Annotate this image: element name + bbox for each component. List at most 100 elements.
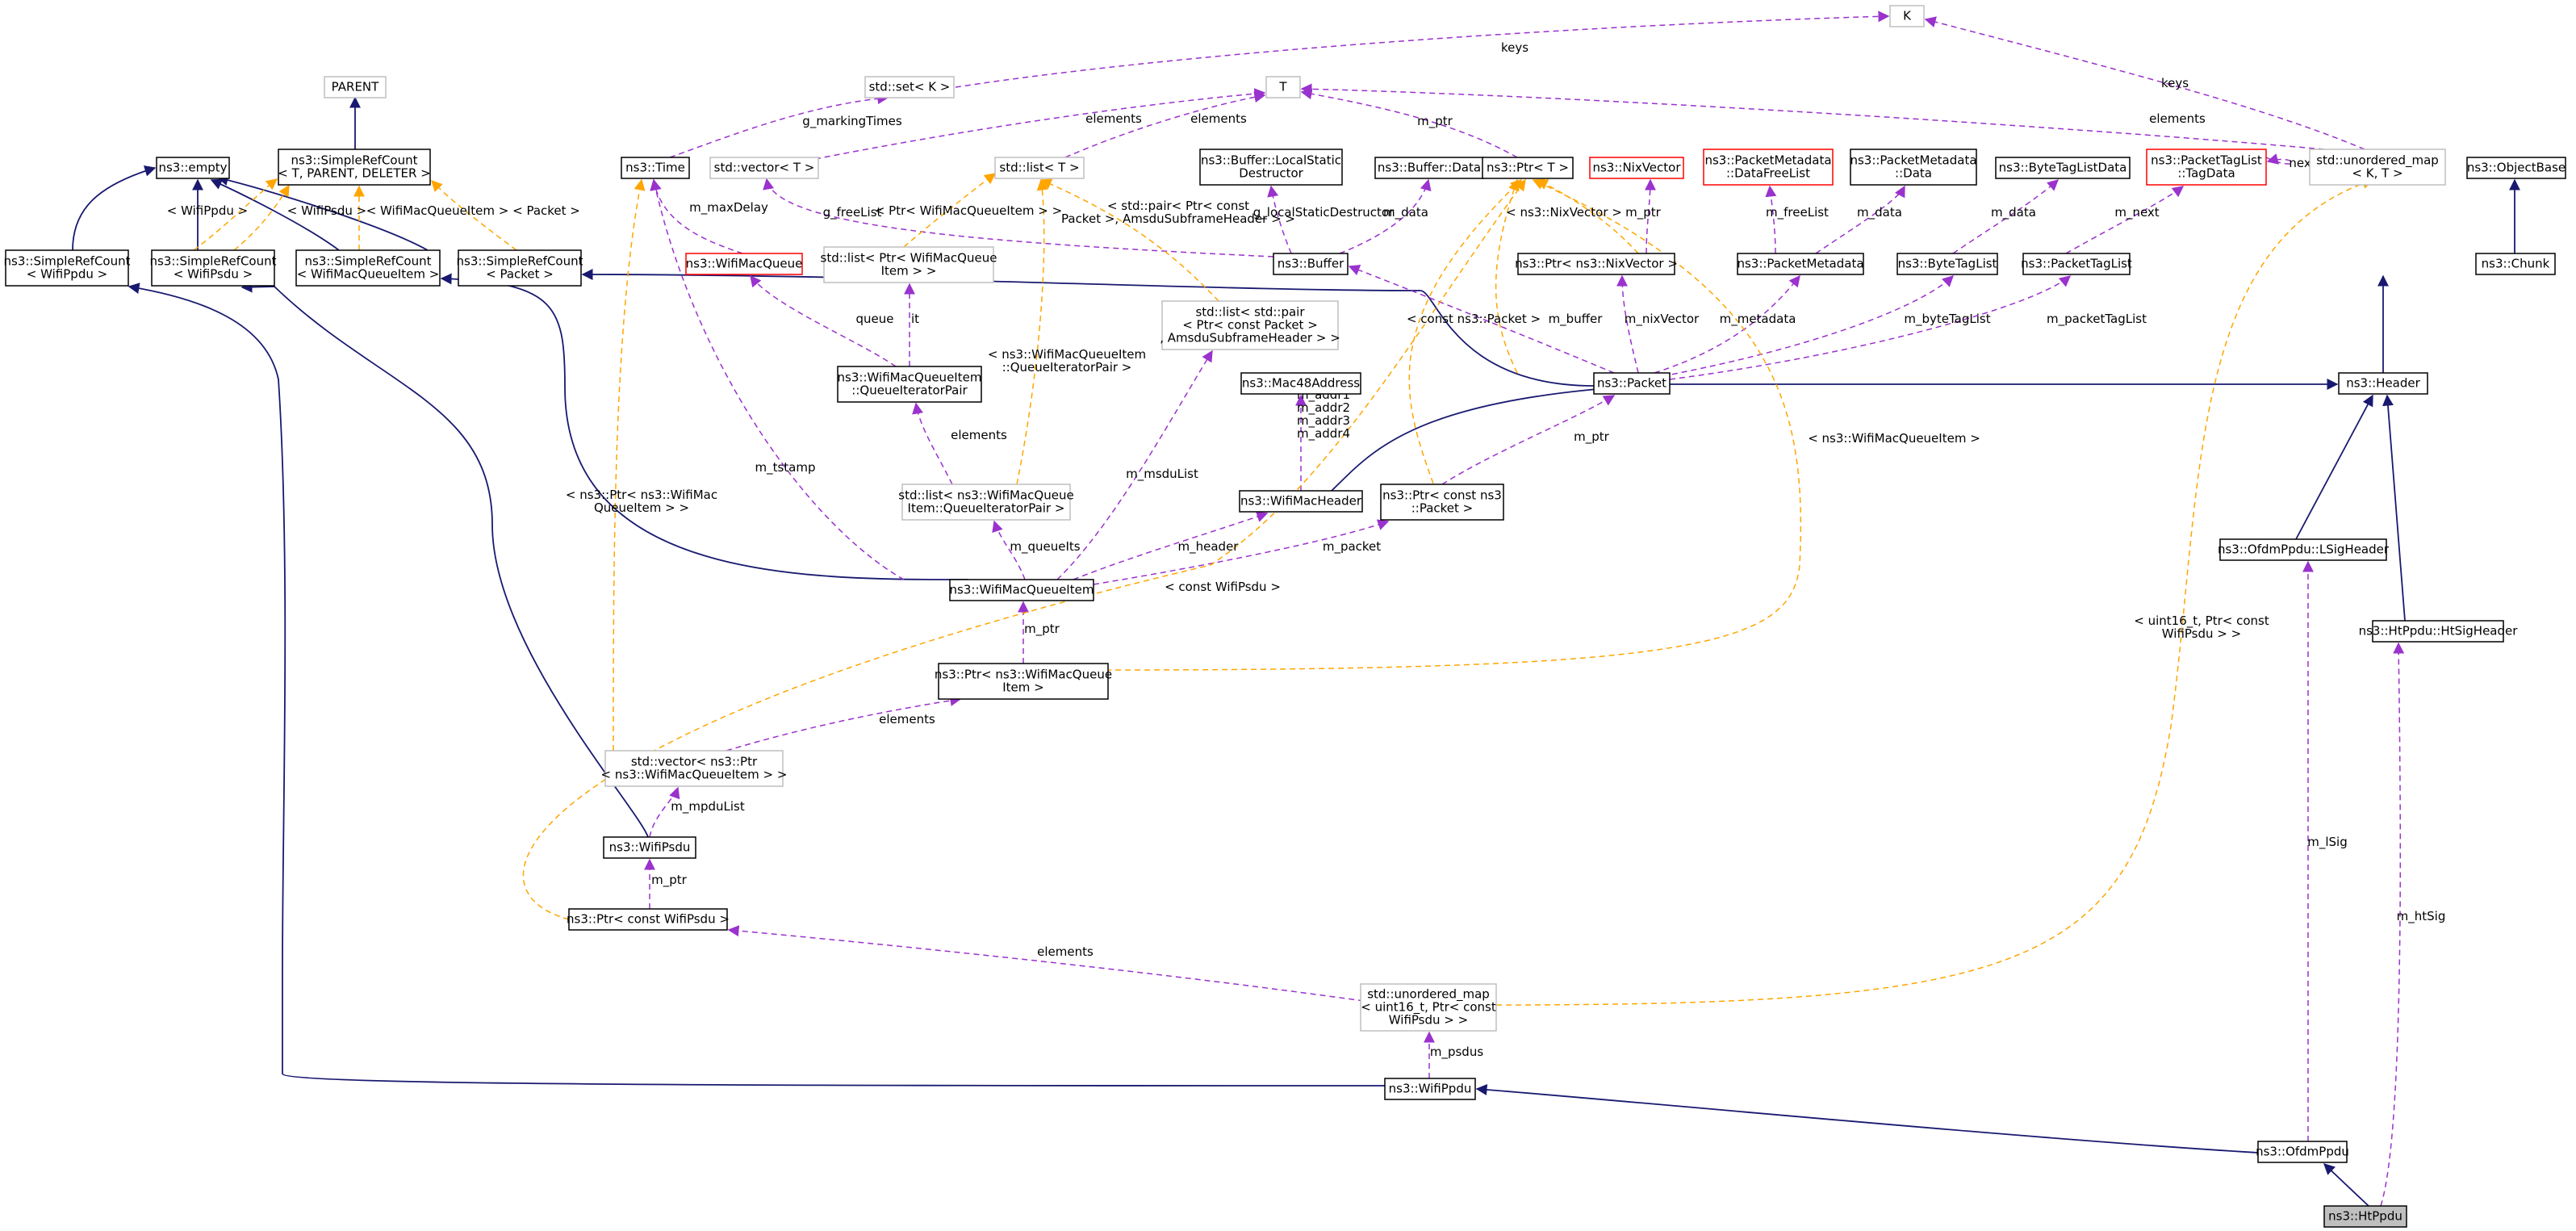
- class-node-htsig[interactable]: ns3::HtPpdu::HtSigHeader: [2359, 620, 2519, 643]
- class-node-std-set-k[interactable]: std::set< K >: [864, 76, 955, 98]
- class-node-nixvector[interactable]: ns3::NixVector: [1589, 157, 1684, 179]
- edges-layer: [72, 10, 2520, 1207]
- class-node-chunk[interactable]: ns3::Chunk: [2475, 253, 2556, 275]
- class-node-ptr-nixvector[interactable]: ns3::Ptr< ns3::NixVector >: [1515, 253, 1678, 275]
- edge-label-elements-vector: elements: [1085, 111, 1142, 126]
- class-node-buffer[interactable]: ns3::Buffer: [1273, 253, 1349, 275]
- usage-edge-elements-vec: [726, 695, 962, 752]
- class-node-wifippdu[interactable]: ns3::WifiPpdu: [1384, 1078, 1476, 1100]
- inheritance-edge-3: [210, 178, 340, 251]
- class-node-label: ns3::HtPpdu::HtSigHeader: [2359, 624, 2519, 639]
- class-node-src-template[interactable]: ns3::SimpleRefCount< T, PARENT, DELETER …: [278, 149, 431, 186]
- inheritance-edge-12: [240, 281, 649, 838]
- class-node-box: [604, 750, 784, 787]
- class-node-label: ns3::Header: [2346, 376, 2420, 391]
- class-node-label: ns3::Time: [625, 161, 685, 175]
- class-node-label: K: [1903, 9, 1912, 23]
- class-node-packet[interactable]: ns3::Packet: [1593, 372, 1671, 395]
- class-node-src-wifippdu[interactable]: ns3::SimpleRefCount< WifiPpdu >: [4, 249, 131, 287]
- class-node-pm-dfl[interactable]: ns3::PacketMetadata::DataFreeList: [1703, 149, 1834, 186]
- class-node-label: ns3::Ptr< T >: [1487, 161, 1569, 175]
- usage-edge-m-bytetaglist: [1662, 275, 1955, 377]
- class-node-buffer-data[interactable]: ns3::Buffer::Data: [1374, 157, 1484, 179]
- class-node-wmqi[interactable]: ns3::WifiMacQueueItem: [949, 579, 1094, 601]
- edge-label-m-queueits: m_queueIts: [1010, 539, 1080, 555]
- class-node-box: [685, 253, 803, 275]
- usage-edge-m-nixvector: [1616, 274, 1639, 374]
- class-node-htppdu[interactable]: ns3::HtPpdu: [2323, 1205, 2407, 1228]
- class-node-box: [2219, 538, 2387, 561]
- class-node-box: [823, 246, 994, 283]
- class-node-mac48[interactable]: ns3::Mac48Address: [1240, 372, 1361, 395]
- class-node-ofdmppdu[interactable]: ns3::OfdmPpdu: [2256, 1141, 2349, 1163]
- class-node-label: ns3::Chunk: [2482, 257, 2550, 271]
- class-node-box: [2323, 1205, 2407, 1228]
- inheritance-edge-5: [581, 269, 1595, 387]
- class-node-label: ns3::ObjectBase: [2467, 161, 2566, 175]
- class-node-ofdm-lsig[interactable]: ns3::OfdmPpdu::LSigHeader: [2218, 538, 2390, 561]
- edge-label-wmqi-tpl2: < ns3::WifiMacQueueItem >: [1808, 431, 1980, 446]
- class-node-unordered-map-kt[interactable]: std::unordered_map< K, T >: [2309, 149, 2446, 186]
- class-node-packetmetadata[interactable]: ns3::PacketMetadata: [1737, 253, 1864, 275]
- class-node-ns3-time[interactable]: ns3::Time: [621, 157, 690, 179]
- class-node-k[interactable]: K: [1889, 5, 1925, 27]
- class-node-box: [458, 249, 582, 287]
- class-node-src-packet[interactable]: ns3::SimpleRefCount< Packet >: [457, 249, 583, 287]
- edge-label-m-ptr-nix: m_ptr: [1625, 205, 1662, 220]
- class-node-ptl-tagdata[interactable]: ns3::PacketTagList::TagData: [2146, 149, 2267, 186]
- class-node-packettaglist[interactable]: ns3::PacketTagList: [2021, 253, 2132, 275]
- class-node-ns3-empty[interactable]: ns3::empty: [156, 157, 230, 179]
- edge-label-m-ptr-packet: m_ptr: [1574, 429, 1610, 445]
- class-node-btld[interactable]: ns3::ByteTagListData: [1995, 157, 2131, 179]
- class-node-unordered-map-psdus[interactable]: std::unordered_map< uint16_t, Ptr< const…: [1360, 983, 1497, 1032]
- class-node-list-pair[interactable]: std::list< std::pair< Ptr< const Packet …: [1160, 300, 1340, 350]
- class-node-box: [2372, 620, 2504, 643]
- class-node-label: std::vector< ns3::Ptr< ns3::WifiMacQueue…: [601, 755, 788, 782]
- class-node-label: ns3::SimpleRefCount< WifiMacQueueItem >: [297, 254, 440, 282]
- class-node-std-list-t[interactable]: std::list< T >: [994, 157, 1085, 179]
- class-node-wifimacqueue[interactable]: ns3::WifiMacQueue: [685, 253, 803, 275]
- class-node-box: [2475, 253, 2556, 275]
- edge-label-wifipsdu-tpl: < WifiPsdu >: [287, 203, 366, 218]
- class-node-src-wifipsdu[interactable]: ns3::SimpleRefCount< WifiPsdu >: [150, 249, 277, 287]
- class-node-bytetaglist[interactable]: ns3::ByteTagList: [1896, 253, 1998, 275]
- template-edge-qip-tpl: [1016, 178, 1048, 485]
- class-node-box: [1593, 372, 1671, 395]
- class-node-std-vector-t[interactable]: std::vector< T >: [709, 157, 819, 179]
- class-node-box: [1703, 149, 1834, 186]
- class-node-box: [603, 836, 696, 859]
- usage-edge-m-header: [1073, 511, 1269, 580]
- class-node-ptr-const-wifipsdu[interactable]: ns3::Ptr< const WifiPsdu >: [567, 908, 730, 931]
- class-node-pm-data[interactable]: ns3::PacketMetadata::Data: [1850, 149, 1977, 186]
- class-node-ptr-t[interactable]: ns3::Ptr< T >: [1482, 157, 1574, 179]
- class-node-box: [2338, 372, 2428, 395]
- class-node-ptr-const-packet[interactable]: ns3::Ptr< const ns3::Packet >: [1380, 484, 1504, 521]
- class-node-label: ns3::Packet: [1597, 376, 1666, 391]
- class-node-wifimacheader[interactable]: ns3::WifiMacHeader: [1239, 490, 1363, 513]
- class-node-qip[interactable]: ns3::WifiMacQueueItem::QueueIteratorPair: [837, 366, 982, 403]
- inheritance-edge-14: [1475, 1083, 2259, 1154]
- edge-label-queue: queue: [856, 312, 894, 326]
- usage-edge-g-markingtimes: [669, 93, 889, 158]
- class-node-t[interactable]: T: [1265, 76, 1301, 98]
- class-node-label: ns3::Buffer::Data: [1378, 161, 1481, 175]
- class-node-parent[interactable]: PARENT: [324, 76, 387, 98]
- class-node-header[interactable]: ns3::Header: [2338, 372, 2428, 395]
- class-node-wifipsdu[interactable]: ns3::WifiPsdu: [603, 836, 696, 859]
- class-node-box: [5, 249, 129, 287]
- class-node-label: ns3::WifiMacHeader: [1240, 494, 1362, 509]
- class-node-objectbase[interactable]: ns3::ObjectBase: [2466, 157, 2566, 179]
- class-node-vector-ptr-wmqi[interactable]: std::vector< ns3::Ptr< ns3::WifiMacQueue…: [601, 750, 788, 787]
- template-edge-nixvector-tpl: [1536, 179, 1639, 254]
- usage-edge-m-msdulist: [1056, 350, 1213, 580]
- edge-label-m-data-btl: m_data: [1991, 205, 2036, 220]
- class-node-src-wmqi[interactable]: ns3::SimpleRefCount< WifiMacQueueItem >: [295, 249, 441, 287]
